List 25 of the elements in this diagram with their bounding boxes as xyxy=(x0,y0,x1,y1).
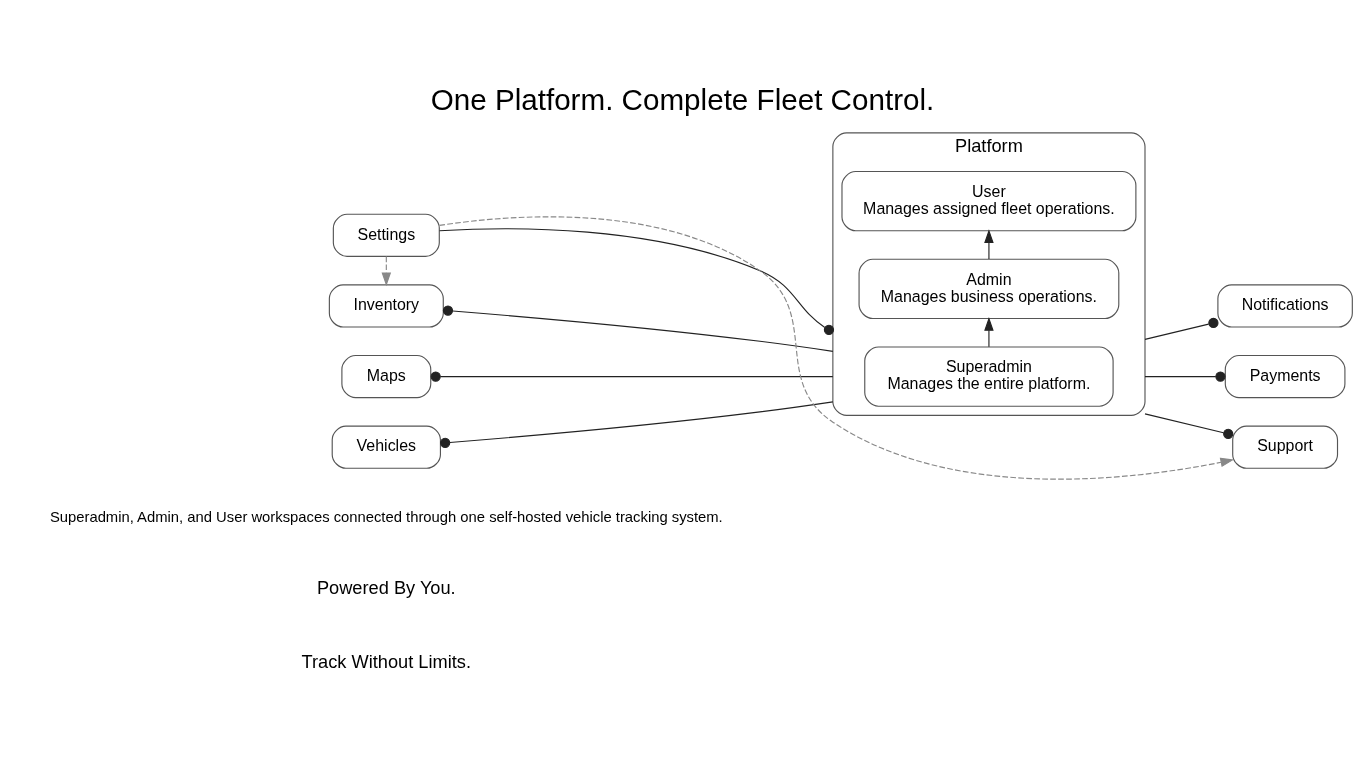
connector xyxy=(442,305,834,352)
connector xyxy=(1144,371,1226,382)
node-box: Inventory xyxy=(328,284,444,328)
node-box: Admin Manages business operations. xyxy=(858,258,1120,320)
connector xyxy=(438,228,835,335)
node-box: Vehicles xyxy=(331,425,441,469)
connector xyxy=(430,371,834,382)
node-box: Notifications xyxy=(1217,284,1353,328)
label: Track Without Limits. xyxy=(301,651,472,672)
connector xyxy=(1144,317,1219,340)
node-box: Payments xyxy=(1224,354,1346,399)
arrow xyxy=(438,216,1235,480)
label: Powered By You. xyxy=(316,577,456,598)
arrow xyxy=(381,255,392,287)
connector xyxy=(1144,413,1234,439)
arrow xyxy=(984,229,994,260)
node-box: Superadmin Manages the entire platform. xyxy=(864,346,1114,407)
node-box: Support xyxy=(1232,425,1339,469)
label: Superadmin, Admin, and User workspaces connected through one self-hosted vehicle tracking system. xyxy=(49,508,723,525)
node-box: User Manages assigned fleet operations. xyxy=(841,171,1137,232)
node-box: Maps xyxy=(341,354,432,399)
diagram-title: One Platform. Complete Fleet Control. xyxy=(430,82,935,116)
arrow xyxy=(984,317,994,348)
node-box: Settings xyxy=(332,213,440,257)
connector xyxy=(440,401,834,448)
